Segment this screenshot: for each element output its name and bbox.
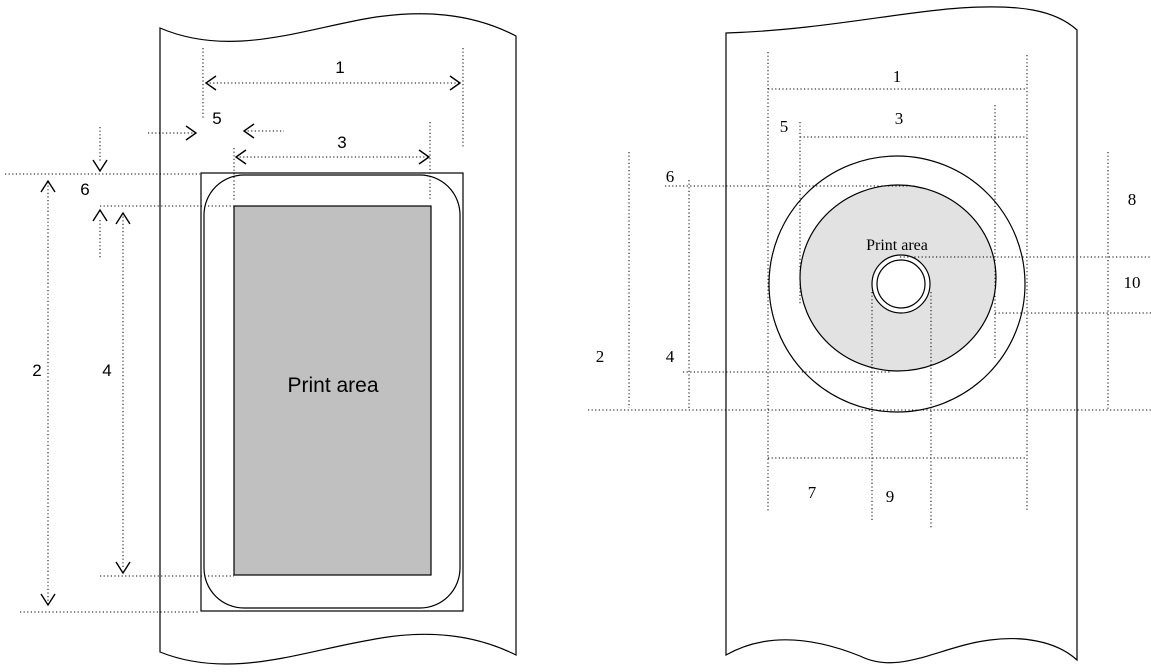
disc-dim-10-label: 10 xyxy=(1124,273,1141,292)
disc-dim-2-label: 2 xyxy=(596,347,605,366)
dim-1-arrow-right xyxy=(449,75,462,91)
dim-3-label: 3 xyxy=(337,133,346,152)
right-paper-sheet xyxy=(725,6,1078,664)
disc-dim-9-label: 9 xyxy=(886,487,895,506)
dim-5-arrow-right xyxy=(242,123,255,139)
card-media-diagram: Print area 1 5 3 6 xyxy=(5,13,517,665)
disc-dim-3-label: 3 xyxy=(895,109,904,128)
disc-media-diagram: Print area 1 2 3 4 5 6 7 8 9 10 xyxy=(588,6,1151,664)
disc-dim-5-label: 5 xyxy=(780,117,789,136)
disc-dim-7-label: 7 xyxy=(808,483,817,502)
dim-2-label: 2 xyxy=(32,361,41,380)
card-print-area-label: Print area xyxy=(287,374,378,397)
card-print-area xyxy=(233,205,432,576)
dim-4-arrow-top xyxy=(115,211,131,225)
disc-print-area-label: Print area xyxy=(866,237,928,254)
disc-hub-inner xyxy=(876,259,926,309)
left-paper-sheet xyxy=(159,13,517,665)
dim-6-arrow-bottom xyxy=(92,208,108,222)
dim-4-arrow-bottom xyxy=(115,561,131,575)
dim-4-label: 4 xyxy=(102,361,111,380)
dim-6-label: 6 xyxy=(80,180,89,199)
dim-2-arrow-top xyxy=(40,179,56,193)
disc-dim-8-label: 8 xyxy=(1128,190,1137,209)
dim-5-arrow-left xyxy=(185,125,198,141)
disc-dim-6-label: 6 xyxy=(666,167,675,186)
dim-2-arrow-bottom xyxy=(40,593,56,607)
card-rounded-outline xyxy=(203,174,461,609)
disc-outer-circle xyxy=(768,155,1026,413)
dim-3-arrow-right xyxy=(418,149,431,165)
dim-6-arrow-top xyxy=(92,159,108,173)
dim-3-arrow-left xyxy=(234,149,247,165)
disc-dim-1-label: 1 xyxy=(893,67,902,86)
dim-1-arrow-left xyxy=(204,75,217,91)
dim-5-label: 5 xyxy=(212,109,221,128)
dim-1-label: 1 xyxy=(335,58,344,77)
card-outer-rect xyxy=(200,172,464,612)
disc-dim-4-label: 4 xyxy=(666,347,675,366)
